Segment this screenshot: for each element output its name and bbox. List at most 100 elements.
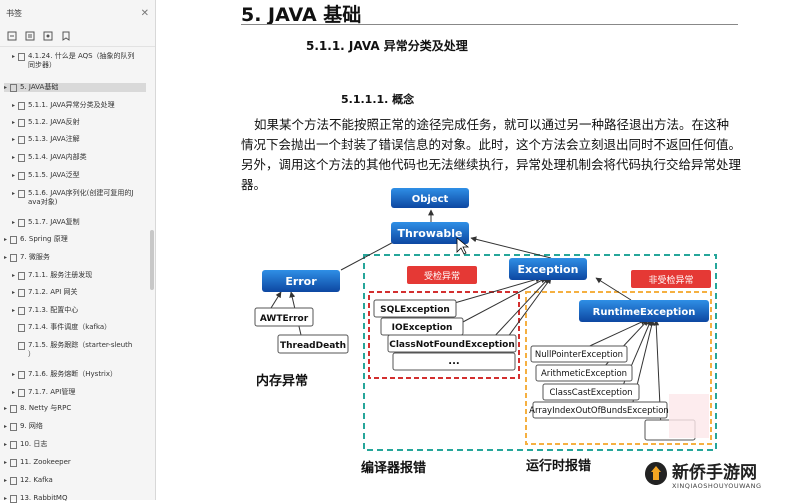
sidebar-item[interactable]: 7.1.4. 事件调度（kafka） (12, 323, 111, 332)
sidebar-item[interactable]: ▸12. Kafka (4, 476, 53, 485)
sidebar-item[interactable]: ▸ 7.1.1. 服务注册发现 (12, 271, 92, 280)
expand-triangle-icon[interactable]: ▸ (12, 219, 16, 226)
expand-triangle-icon[interactable]: ▸ (4, 423, 8, 430)
expand-triangle-icon[interactable]: ▸ (4, 254, 8, 261)
expand-triangle-icon[interactable]: ▸ (12, 272, 16, 279)
bookmark-page-icon (10, 477, 17, 485)
bookmark-page-icon (18, 371, 25, 379)
bookmark-page-icon (18, 53, 25, 61)
sidebar-item[interactable]: ▸5. JAVA基础 (4, 83, 146, 92)
expand-triangle-icon[interactable]: ▸ (12, 154, 16, 161)
array-index-label: ArrayIndexOutOfBundsException (529, 406, 669, 416)
sidebar-item-label-line: ava对象) (28, 198, 58, 206)
sidebar-item-label: 9. 网络 (20, 422, 43, 430)
checked-badge-label: 受检异常 (424, 270, 460, 282)
sidebar-item-label: 8. Netty 与RPC (20, 404, 72, 412)
exception-node: Exception (509, 258, 587, 280)
sidebar-item[interactable]: ▸6. Spring 原理 (4, 235, 68, 244)
expand-triangle-icon[interactable]: ▸ (4, 405, 8, 412)
expand-triangle-icon[interactable]: ▸ (12, 172, 16, 179)
bookmark-page-icon (18, 272, 25, 280)
sidebar-item[interactable]: ▸ 5.1.1. JAVA异常分类及处理 (12, 101, 115, 110)
expand-triangle-icon[interactable]: ▸ (12, 389, 16, 396)
sidebar-item[interactable]: ▸ 8. Netty 与RPC (4, 404, 71, 413)
sidebar-item-label-line: 同步器） (28, 61, 56, 69)
chapter-title: 5. JAVA 基础 (241, 4, 362, 26)
expand-triangle-icon[interactable]: ▸ (4, 477, 8, 484)
bookmark-options-icon[interactable] (42, 31, 53, 42)
expand-triangle-icon[interactable]: ▸ (4, 84, 8, 91)
nullpointer-label: NullPointerException (535, 350, 623, 360)
expand-triangle-icon[interactable]: ▸ (4, 459, 8, 466)
sidebar-item[interactable]: ▸ 7.1.6. 服务熔断（Hystrix） (12, 370, 117, 379)
error-node: Error (262, 270, 340, 292)
sidebar-item[interactable]: ▸5.1.3. JAVA注解 (12, 135, 80, 144)
sqlexception-label: SQLException (380, 305, 450, 315)
bookmark-page-icon (10, 254, 17, 262)
sidebar-item[interactable]: ▸ 9. 网络 (4, 422, 43, 431)
expand-triangle-icon[interactable]: ▸ (12, 190, 16, 197)
object-node: Object (391, 188, 469, 208)
sidebar-item-label: 7.1.6. 服务熔断（Hystrix） (28, 370, 118, 378)
expand-triangle-icon[interactable]: ▸ (12, 289, 16, 296)
title-divider (241, 24, 738, 25)
exception-label: Exception (518, 263, 579, 276)
bookmark-page-icon (18, 289, 25, 297)
sidebar-title: 书签 (6, 8, 22, 18)
sidebar-item[interactable]: ▸ 5.1.4. JAVA内部类 (12, 153, 87, 162)
expand-triangle-icon[interactable]: ▸ (12, 136, 16, 143)
sidebar-item[interactable]: ▸10. 日志 (4, 440, 47, 449)
sidebar-scrollbar[interactable] (150, 230, 154, 290)
expand-triangle-icon[interactable]: ▸ (4, 236, 8, 243)
bookmark-page-icon (18, 154, 25, 162)
expand-bookmarks-icon[interactable] (6, 31, 17, 42)
sidebar-item-label-line: 5.1.6. JAVA序列化(创建可复用的J (28, 189, 134, 197)
arithmetic-node: ArithmeticException (535, 364, 633, 382)
threaddeath-node: ThreadDeath (277, 334, 349, 354)
sidebar-item-label: 5.1.4. JAVA内部类 (28, 153, 87, 161)
bookmark-icon[interactable] (60, 31, 71, 42)
expand-triangle-icon[interactable]: ▸ (12, 53, 16, 60)
sidebar-item[interactable]: ▸5.1.7. JAVA复制 (12, 218, 80, 227)
sidebar-item[interactable]: ▸ 5.1.5. JAVA泛型 (12, 171, 80, 180)
expand-triangle-icon[interactable]: ▸ (4, 441, 8, 448)
watermark-logo-icon (645, 462, 667, 485)
sidebar-item-label: 7.1.3. 配置中心 (28, 306, 79, 314)
site-watermark: 新侨手游网 XINQIAOSHOUYOUWANG (640, 456, 804, 500)
classnotfound-label: ClassNotFoundException (389, 340, 515, 350)
bookmark-page-icon (18, 219, 25, 227)
sidebar-item[interactable]: ▸7. 微服务 (4, 253, 50, 262)
sidebar-item[interactable]: ▸5.1.2. JAVA反射 (12, 118, 80, 127)
classcast-node: ClassCastException (542, 383, 640, 401)
sidebar-item-label: 5.1.1. JAVA异常分类及处理 (28, 101, 115, 109)
expand-triangle-icon[interactable]: ▸ (4, 495, 8, 502)
document-page: 5. JAVA 基础 5.1.1. JAVA 异常分类及处理 5.1.1.1. … (156, 0, 804, 500)
classnotfound-node: ClassNotFoundException (387, 334, 517, 353)
close-icon[interactable]: ✕ (140, 7, 149, 19)
bookmark-page-icon (18, 119, 25, 127)
expand-triangle-icon[interactable]: ▸ (12, 307, 16, 314)
bookmark-page-icon (18, 172, 25, 180)
sidebar-item[interactable]: ▸ 13. RabbitMQ (4, 494, 67, 503)
sidebar-item[interactable]: ▸11. Zookeeper (4, 458, 71, 467)
sidebar-item[interactable]: ▸7.1.2. API 网关 (12, 288, 78, 297)
bookmark-page-icon (10, 236, 17, 244)
subsection-heading: 5.1.1.1. 概念 (341, 93, 415, 106)
collapse-bookmarks-icon[interactable] (24, 31, 35, 42)
sidebar-item[interactable]: ▸7.1.7. API管理 (12, 388, 75, 397)
sidebar-item-label-line: 4.1.24. 什么是 AQS（抽象的队列 (28, 52, 135, 60)
sidebar-item-label: 5.1.5. JAVA泛型 (28, 171, 80, 179)
sidebar-item-label: 7.1.1. 服务注册发现 (28, 271, 93, 279)
expand-triangle-icon[interactable]: ▸ (12, 119, 16, 126)
sidebar-item-label: 4.1.24. 什么是 AQS（抽象的队列同步器） (28, 52, 135, 70)
sidebar-item[interactable]: ▸ 4.1.24. 什么是 AQS（抽象的队列同步器） (12, 52, 135, 70)
sidebar-toolbar (0, 26, 155, 47)
sidebar-item[interactable]: 7.1.5. 服务跟踪（starter-sleuth） (12, 341, 132, 359)
sidebar-item-label: 13. RabbitMQ (20, 494, 68, 502)
sidebar-item-label-line: 7.1.5. 服务跟踪（starter-sleuth (28, 341, 133, 349)
expand-triangle-icon[interactable]: ▸ (12, 371, 16, 378)
expand-triangle-icon[interactable]: ▸ (12, 102, 16, 109)
sidebar-item[interactable]: ▸ 7.1.3. 配置中心 (12, 306, 78, 315)
runtime-exception-node: RuntimeException (579, 300, 709, 322)
